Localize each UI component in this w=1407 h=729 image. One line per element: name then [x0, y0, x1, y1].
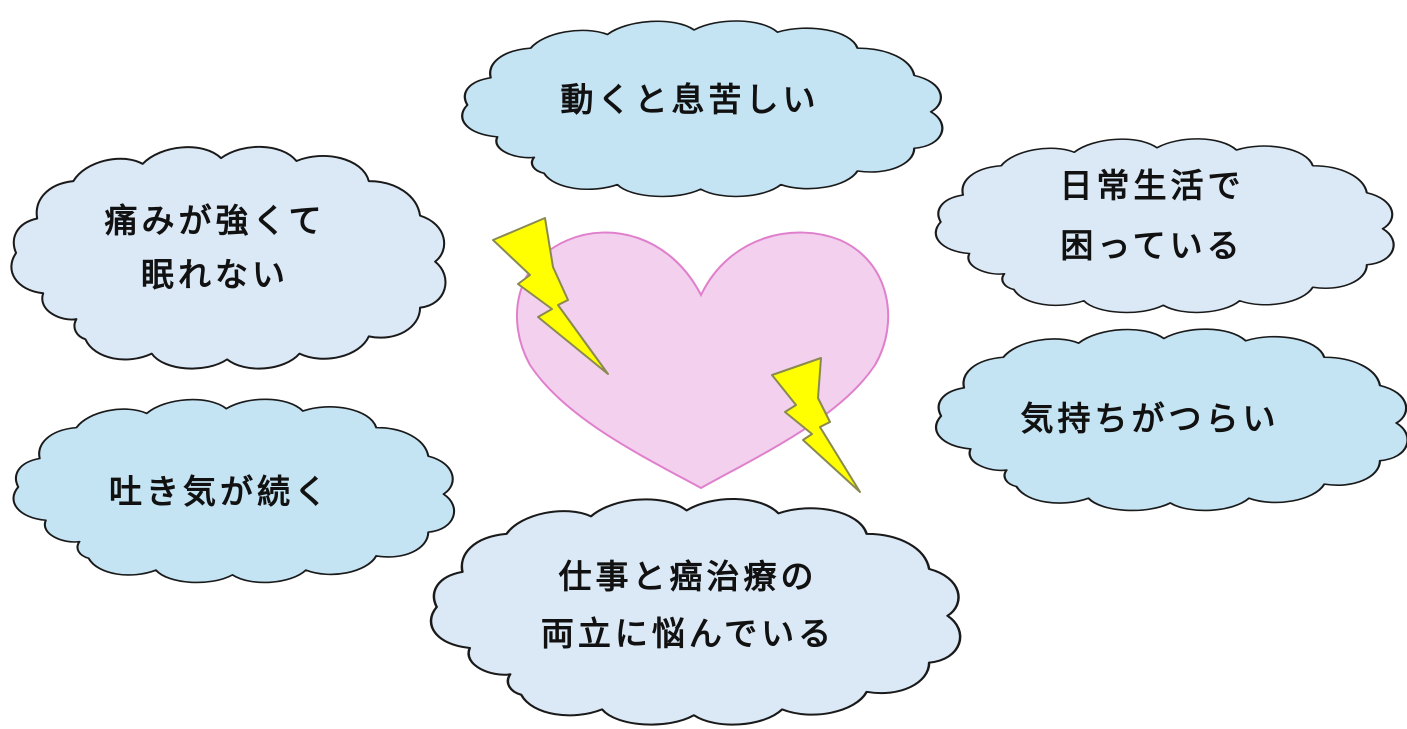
cloud-text-work-treatment-line2: 両立に悩んでいる	[541, 614, 835, 653]
cloud-text-pain-line2: 眠れない	[141, 255, 289, 294]
lightning-bolt-icon	[492, 217, 609, 375]
cloud-text-daily-life-line1: 日常生活で	[1060, 166, 1245, 205]
cloud-text-breathless: 動くと息苦しい	[561, 80, 820, 119]
cloud-text-feelings: 気持ちがつらい	[1021, 399, 1280, 438]
cloud-text-nausea: 吐き気が続く	[109, 472, 331, 511]
cloud-shape	[429, 497, 962, 726]
lightning-bolt-icon	[771, 357, 861, 493]
cloud-work-treatment	[429, 497, 962, 726]
heart-shape	[516, 231, 890, 490]
cloud-text-daily-life-line2: 困っている	[1060, 226, 1243, 265]
cloud-text-work-treatment-line1: 仕事と癌治療の	[559, 557, 818, 596]
cloud-text-pain-line1: 痛みが強くて	[104, 201, 325, 240]
